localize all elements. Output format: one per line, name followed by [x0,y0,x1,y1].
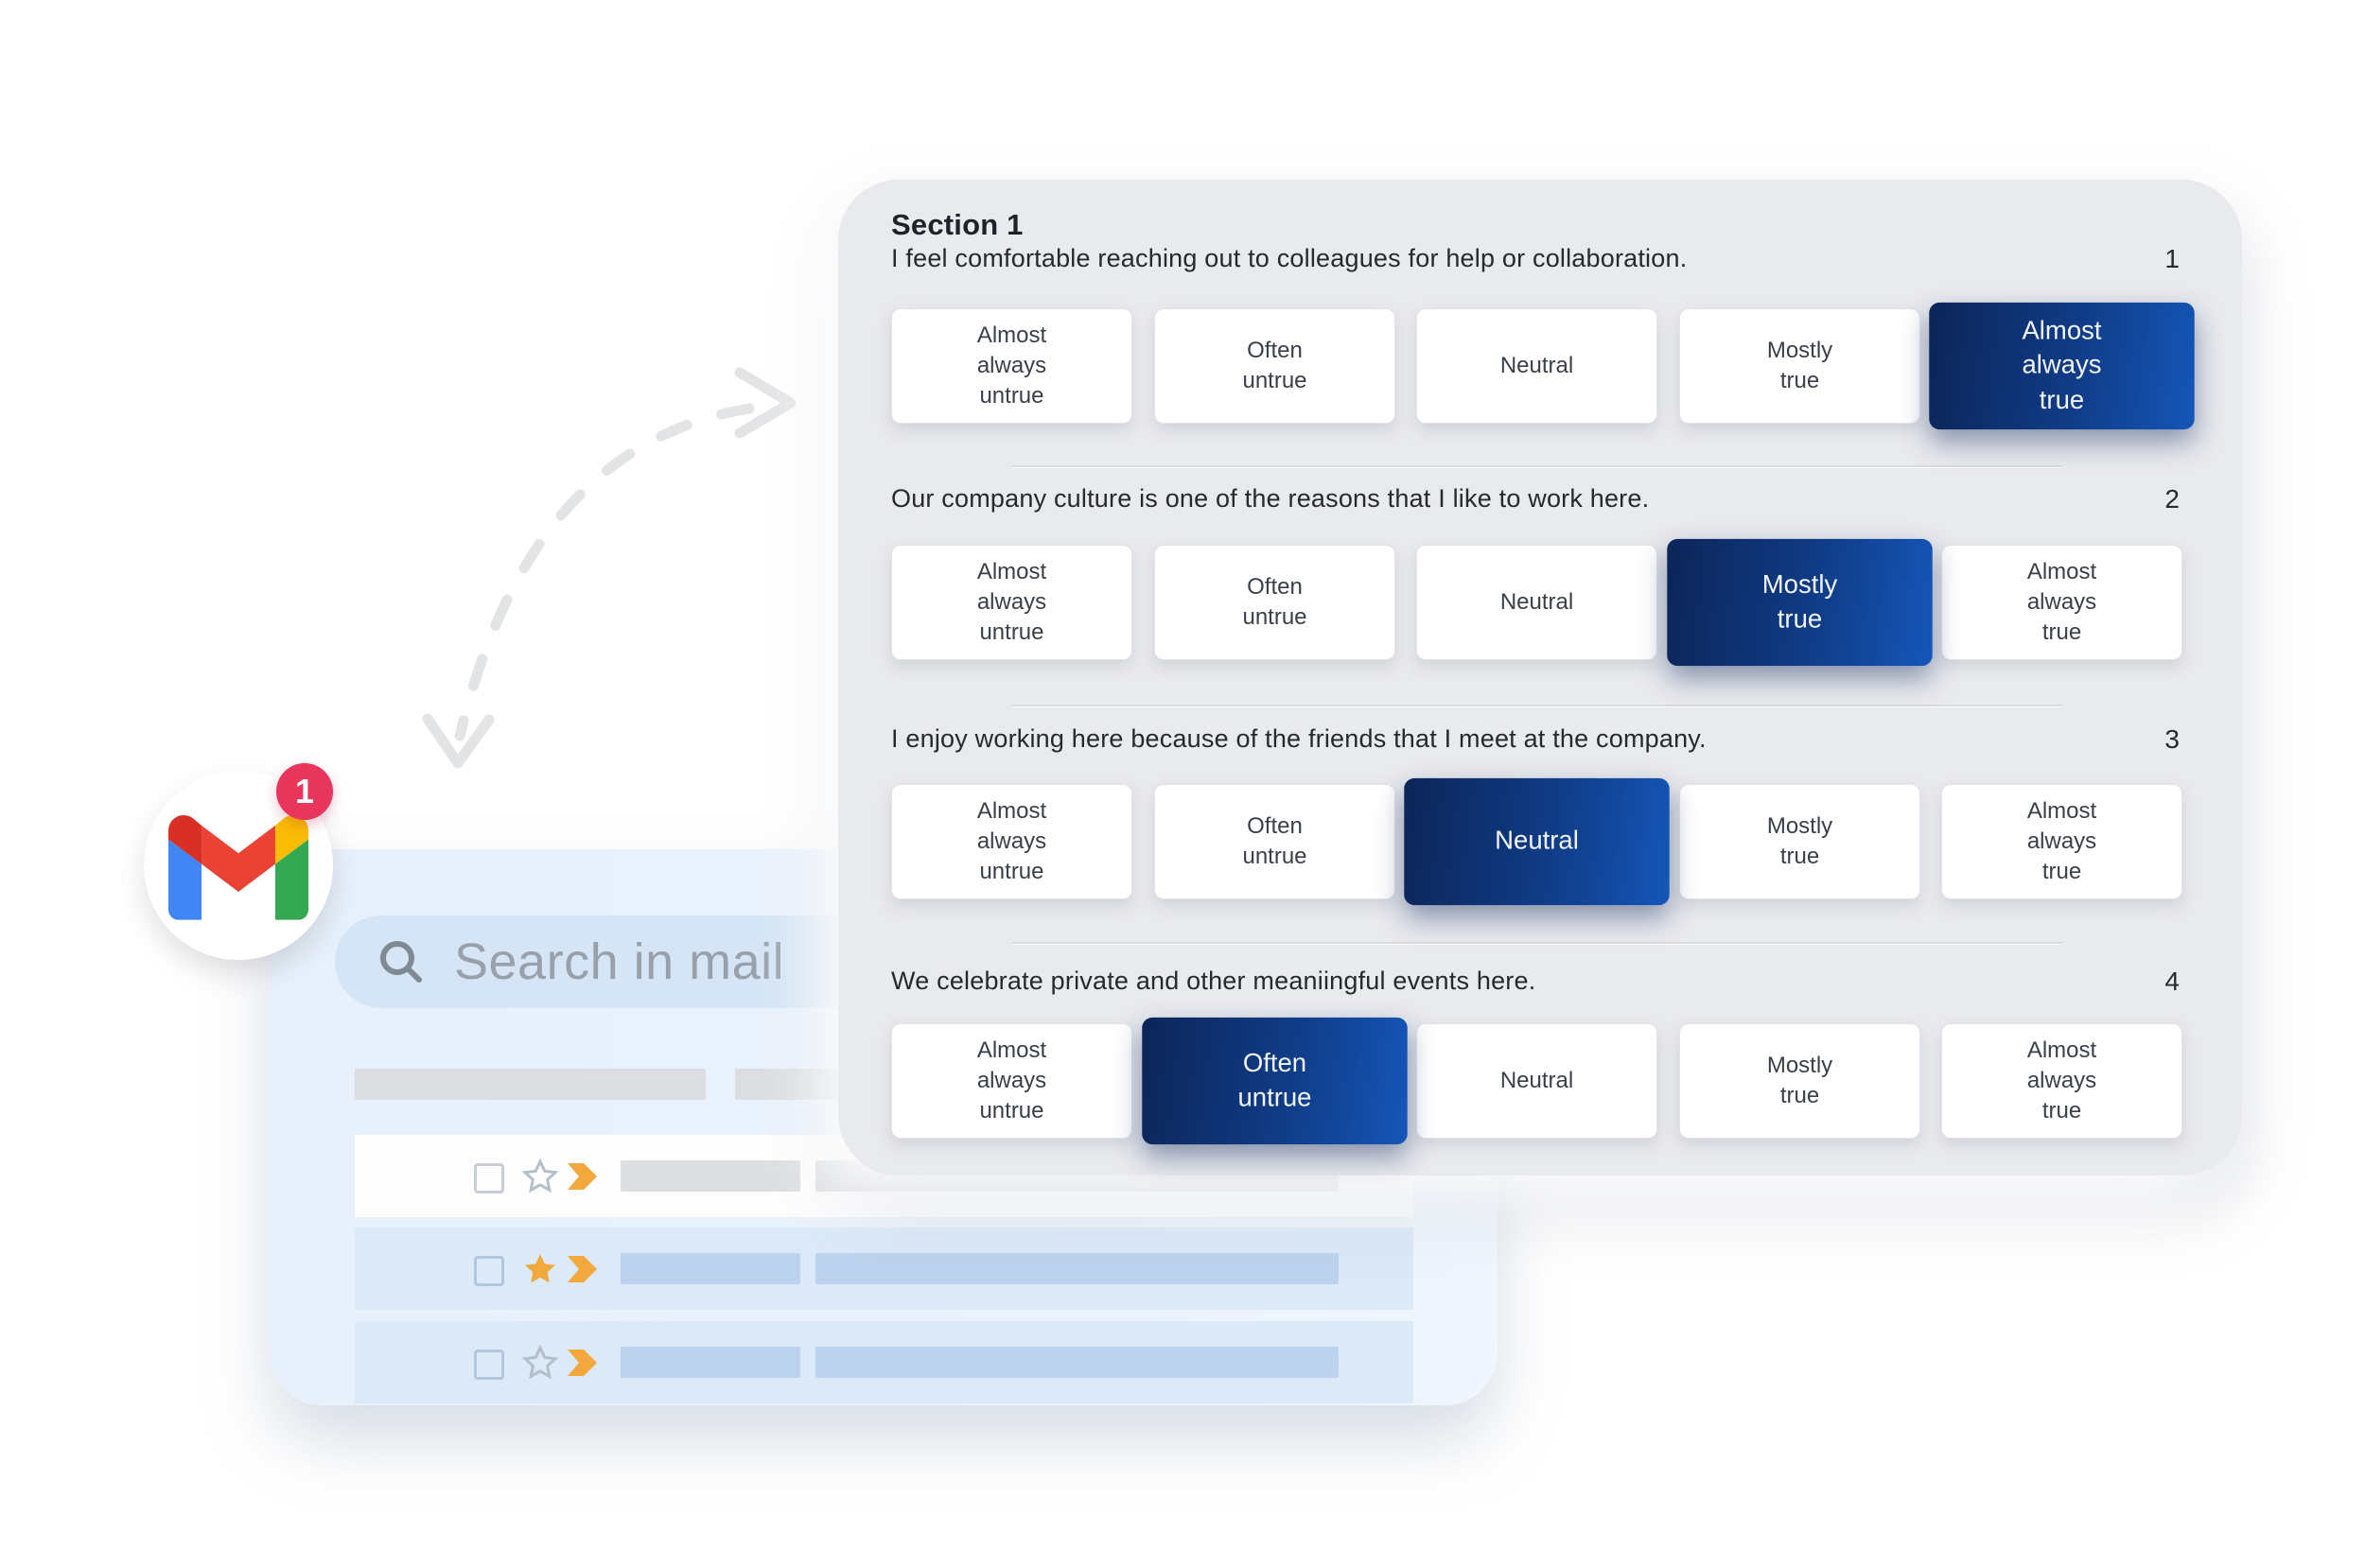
option-button[interactable]: Neutral [1416,545,1657,660]
option-label: Almost always true [2026,1037,2097,1124]
option-label: Neutral [1499,1068,1574,1094]
star-outline-icon[interactable] [521,1344,559,1382]
question-text: Our company culture is one of the reason… [891,484,1650,513]
gmail-logo[interactable]: 1 [144,763,333,960]
option-label: Mostly true [1766,1053,1833,1108]
question-text: We celebrate private and other meaniingf… [891,967,1536,995]
question-number: 3 [2164,724,2180,754]
option-button[interactable]: Neutral [1416,308,1657,424]
option-button[interactable]: Mostly true [1667,538,1933,667]
importance-marker-icon [566,1161,602,1192]
option-label: Mostly true [1766,813,1833,869]
question-number: 1 [2164,244,2180,273]
email-checkbox[interactable] [474,1350,504,1380]
email-checkbox[interactable] [474,1163,504,1193]
question-divider [1012,942,2062,945]
option-button[interactable]: Almost always true [1929,302,2195,430]
arrow-curve [454,403,755,741]
question-divider [1012,705,2062,707]
email-row[interactable] [355,1321,1413,1403]
option-label: Almost always true [2022,316,2102,415]
question-text: I enjoy working here because of the frie… [891,724,1707,753]
option-button[interactable]: Almost always true [1941,784,2182,899]
placeholder-bar [621,1347,800,1378]
option-label: Neutral [1499,353,1574,379]
placeholder-bar [815,1253,1339,1284]
option-label: Almost always untrue [976,798,1047,884]
arrow-head-down-icon [422,713,495,769]
arrow-head-right-icon [734,367,797,439]
gmail-m-icon [168,815,308,920]
option-button[interactable]: Mostly true [1679,1023,1920,1139]
option-label: Often untrue [1242,574,1307,630]
option-label: Almost always true [2026,559,2097,645]
importance-marker-icon [566,1348,602,1378]
option-label: Almost always untrue [976,559,1047,645]
option-button[interactable]: Often untrue [1154,545,1395,660]
star-filled-icon[interactable] [521,1250,559,1288]
badge-count: 1 [294,772,315,810]
survey-panel: Section 1 I feel comfortable reaching ou… [838,180,2242,1176]
option-button[interactable]: Mostly true [1679,308,1920,424]
email-row[interactable] [355,1228,1413,1310]
search-icon [380,941,422,983]
option-button[interactable]: Neutral [1404,777,1670,906]
placeholder-bar [621,1253,800,1284]
option-label: Almost always untrue [976,322,1047,409]
star-outline-icon[interactable] [521,1158,559,1195]
option-button[interactable]: Often untrue [1154,784,1395,899]
option-button[interactable]: Almost always untrue [891,784,1132,899]
option-button[interactable]: Mostly true [1679,784,1920,899]
option-label: Mostly true [1761,569,1838,634]
option-button[interactable]: Almost always true [1941,545,2182,660]
option-button[interactable]: Almost always true [1941,1023,2182,1139]
placeholder-bar [621,1160,800,1192]
importance-marker-icon [566,1254,602,1284]
question-number: 4 [2164,967,2180,996]
option-button[interactable]: Often untrue [1154,308,1395,424]
notification-badge: 1 [276,763,333,820]
question-number: 2 [2164,484,2180,514]
option-label: Often untrue [1237,1048,1312,1112]
option-button[interactable]: Almost always untrue [891,1023,1132,1139]
option-button[interactable]: Often untrue [1142,1017,1408,1145]
section-title: Section 1 [891,208,1024,241]
placeholder-bar [815,1347,1339,1378]
question-text: I feel comfortable reaching out to colle… [891,244,1688,272]
email-checkbox[interactable] [474,1256,504,1286]
option-button[interactable]: Almost always untrue [891,545,1132,660]
option-label: Almost always untrue [976,1037,1047,1124]
option-label: Often untrue [1242,813,1307,869]
search-placeholder: Search in mail [454,933,785,990]
option-label: Neutral [1495,826,1579,856]
option-label: Often untrue [1242,338,1307,393]
option-label: Neutral [1499,589,1574,616]
option-label: Almost always true [2026,798,2097,884]
option-label: Mostly true [1766,338,1833,393]
option-button[interactable]: Almost always untrue [891,308,1132,424]
option-button[interactable]: Neutral [1416,1023,1657,1139]
question-divider [1012,465,2062,468]
placeholder-bar [355,1069,706,1100]
